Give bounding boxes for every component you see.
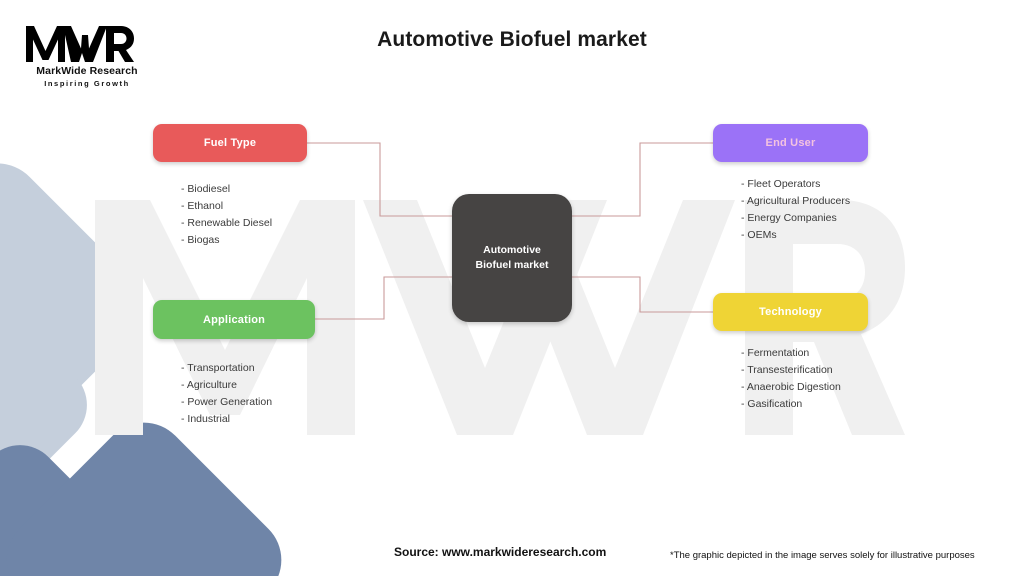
branch-technology: Technology - Fermentation - Transesterif… [713, 293, 868, 413]
page-title: Automotive Biofuel market [377, 28, 647, 51]
branch-application-box[interactable]: Application [153, 300, 315, 339]
logo-company-name: MarkWide Research [36, 65, 138, 77]
list-item: - Anaerobic Digestion [741, 381, 841, 394]
branch-end-user-title: End User [765, 137, 816, 149]
branch-technology-box[interactable]: Technology [713, 293, 868, 331]
center-node: Automotive Biofuel market [452, 194, 572, 322]
list-item: - Fleet Operators [741, 178, 821, 190]
branch-fuel-type: Fuel Type - Biodiesel - Ethanol - Renewa… [153, 124, 307, 249]
list-item: - Gasification [741, 398, 803, 411]
list-item: - Biogas [181, 234, 220, 247]
branch-technology-title: Technology [759, 306, 822, 318]
list-item: - Agricultural Producers [741, 195, 851, 208]
branch-end-user-list: - Fleet Operators - Agricultural Produce… [741, 176, 868, 244]
list-item: - Transesterification [741, 364, 833, 377]
branch-application: Application - Transportation - Agricultu… [153, 300, 315, 428]
branch-end-user: End User - Fleet Operators - Agricultura… [713, 124, 868, 244]
branch-technology-list: - Fermentation - Transesterification - A… [741, 345, 868, 413]
list-item: - Agriculture [181, 379, 238, 392]
disclaimer-note: *The graphic depicted in the image serve… [670, 550, 975, 561]
branch-fuel-type-title: Fuel Type [203, 137, 257, 149]
connector-technology [572, 276, 713, 313]
list-item: - Power Generation [181, 396, 273, 409]
source-note[interactable]: Source: www.markwideresearch.com [394, 545, 607, 559]
list-item: - Renewable Diesel [181, 217, 273, 230]
list-item: - Ethanol [181, 200, 224, 213]
brand-logo: MarkWide Research Inspiring Growth [22, 22, 152, 88]
list-item: - Transportation [181, 362, 255, 374]
branch-fuel-type-box[interactable]: Fuel Type [153, 124, 307, 162]
list-item: - Fermentation [741, 347, 810, 359]
branch-fuel-type-list: - Biodiesel - Ethanol - Renewable Diesel… [181, 181, 307, 249]
logo-tagline: Inspiring Growth [44, 79, 130, 88]
list-item: - Energy Companies [741, 212, 837, 225]
list-item: - Industrial [181, 413, 231, 426]
list-item: - OEMs [741, 229, 777, 242]
connector-fuel-type [307, 142, 452, 217]
mwr-logo-icon [26, 26, 134, 62]
branch-application-title: Application [202, 313, 266, 326]
center-node-label: Automotive Biofuel market [475, 243, 549, 271]
branch-application-list: - Transportation - Agriculture - Power G… [181, 360, 315, 428]
list-item: - Biodiesel [181, 183, 231, 195]
connector-application [315, 276, 452, 320]
connector-end-user [572, 142, 713, 217]
branch-end-user-box[interactable]: End User [713, 124, 868, 162]
